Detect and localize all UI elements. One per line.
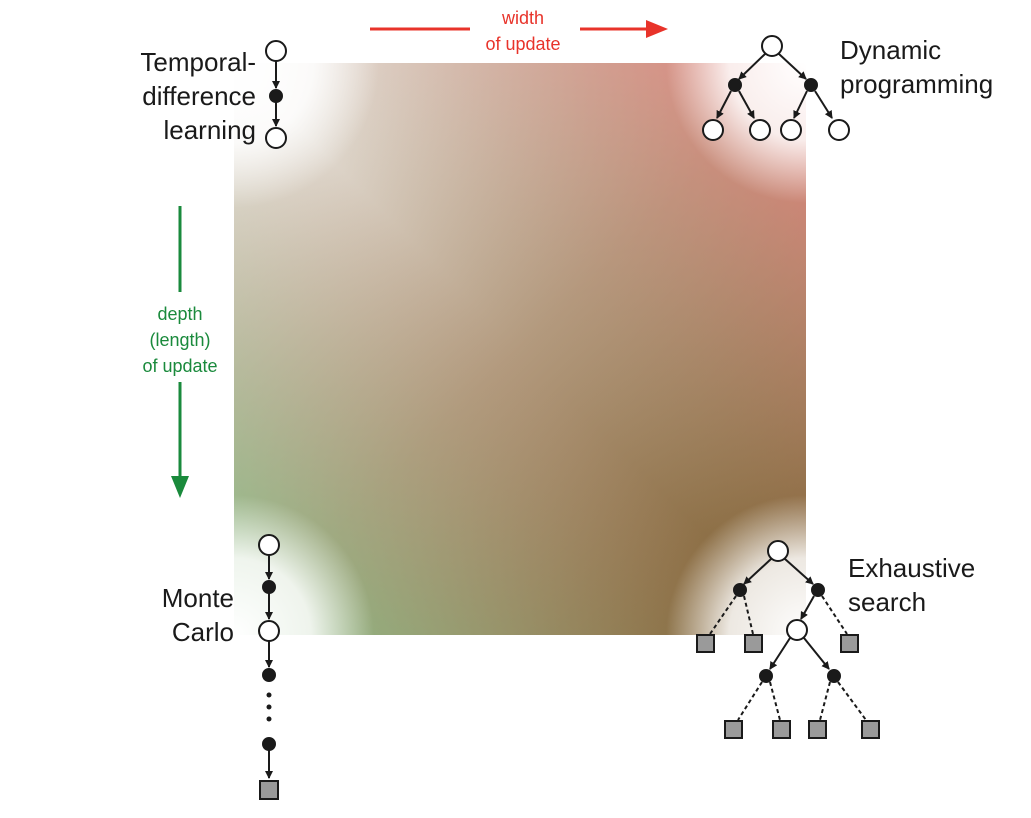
width-axis-label-1: width	[501, 8, 544, 28]
terminal-node	[840, 634, 859, 653]
svg-text:learning: learning	[163, 115, 256, 145]
terminal-node	[696, 634, 715, 653]
state-node	[780, 119, 802, 141]
mc-backup-diagram	[258, 534, 280, 800]
action-node	[269, 89, 283, 103]
width-axis: width of update	[370, 8, 668, 54]
state-node	[258, 534, 280, 556]
depth-axis: depth (length) of update	[142, 206, 218, 498]
svg-text:Exhaustive: Exhaustive	[848, 553, 975, 583]
svg-text:programming: programming	[840, 69, 993, 99]
state-node	[761, 35, 783, 57]
dp-label: Dynamic programming	[840, 35, 993, 99]
depth-axis-label-1: depth	[157, 304, 202, 324]
width-axis-label-2: of update	[485, 34, 560, 54]
terminal-node	[744, 634, 763, 653]
svg-text:Dynamic: Dynamic	[840, 35, 941, 65]
state-node	[828, 119, 850, 141]
ellipsis-dot	[266, 716, 272, 722]
action-node	[262, 580, 276, 594]
terminal-node	[808, 720, 827, 739]
svg-text:Monte: Monte	[162, 583, 234, 613]
state-node	[265, 40, 287, 62]
depth-arrowhead	[171, 476, 189, 498]
depth-axis-label-2: (length)	[149, 330, 210, 350]
ellipsis-dot	[266, 704, 272, 710]
td-backup-diagram	[265, 40, 287, 149]
dp-backup-diagram	[702, 35, 850, 141]
action-node	[827, 669, 841, 683]
action-node	[262, 737, 276, 751]
terminal-node	[259, 780, 279, 800]
depth-axis-label-3: of update	[142, 356, 217, 376]
svg-text:Temporal-: Temporal-	[140, 47, 256, 77]
state-node	[786, 619, 808, 641]
width-arrowhead	[646, 20, 668, 38]
svg-text:search: search	[848, 587, 926, 617]
gradient-square	[234, 63, 806, 635]
action-node	[759, 669, 773, 683]
action-node	[804, 78, 818, 92]
ellipsis-dot	[266, 692, 272, 698]
svg-text:Carlo: Carlo	[172, 617, 234, 647]
svg-text:difference: difference	[142, 81, 256, 111]
exhaustive-backup-diagram	[696, 540, 880, 739]
state-node	[749, 119, 771, 141]
action-node	[728, 78, 742, 92]
state-node	[265, 127, 287, 149]
action-node	[811, 583, 825, 597]
td-label: Temporal- difference learning	[140, 47, 256, 145]
state-node	[258, 620, 280, 642]
terminal-node	[861, 720, 880, 739]
state-node	[767, 540, 789, 562]
mc-label: Monte Carlo	[162, 583, 234, 647]
action-node	[733, 583, 747, 597]
exhaustive-label: Exhaustive search	[848, 553, 975, 617]
terminal-node	[724, 720, 743, 739]
terminal-node	[772, 720, 791, 739]
action-node	[262, 668, 276, 682]
state-node	[702, 119, 724, 141]
